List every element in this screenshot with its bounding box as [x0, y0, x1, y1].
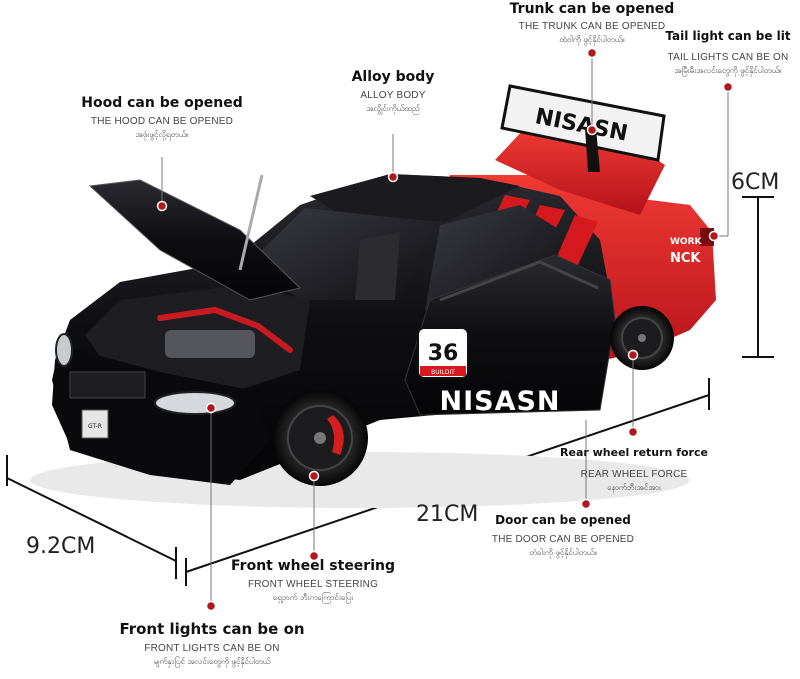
spoiler-stand [585, 128, 600, 172]
race-number-plate [417, 327, 469, 379]
feature-subtitle: FRONT LIGHTS CAN BE ON [144, 643, 280, 654]
feature-front-wheel: Front wheel steering FRONT WHEEL STEERIN… [228, 557, 398, 604]
dimension-width: 9.2CM [26, 534, 96, 559]
feature-note: တံခါးကို ဖွင့်နိုင်ပါတယ်။ [529, 548, 597, 557]
open-hood [88, 179, 302, 301]
dot-trunk [586, 47, 598, 59]
feature-subtitle: THE HOOD CAN BE OPENED [90, 116, 234, 127]
dot-tail-light-label [722, 81, 734, 93]
rear-wheel [610, 306, 674, 370]
race-number: 36 [428, 341, 459, 366]
dot-front-wheel [308, 470, 320, 482]
license-plate [81, 409, 109, 439]
feature-subtitle: THE DOOR CAN BE OPENED [491, 534, 635, 545]
feature-note: ထဲဝါကို ဖွင့်နိုင်ပါတယ်။ [559, 35, 625, 44]
feature-title: Front lights can be on [119, 620, 305, 638]
feature-title: Trunk can be opened [509, 1, 675, 17]
feature-subtitle: FRONT WHEEL STEERING [247, 579, 379, 590]
feature-hood: Hood can be opened THE HOOD CAN BE OPENE… [72, 94, 252, 141]
feature-rear-wheel: Rear wheel return force REAR WHEEL FORCE… [554, 444, 714, 494]
grille [69, 371, 146, 399]
feature-subtitle: REAR WHEEL FORCE [580, 469, 688, 480]
dimension-height: 6CM [731, 170, 780, 195]
feature-tail-light: Tail light can be lit TAIL LIGHTS CAN BE… [658, 27, 798, 77]
headlight-right [154, 391, 236, 415]
feature-note: ရှေ့ဘက် ဘီးကကြောင်းပြေး [272, 593, 354, 602]
feature-title: Rear wheel return force [560, 446, 708, 459]
feature-note: အမြီးမီးအလင်းတွေကို ဖွင့်နိုင်ပါတယ်။ [674, 66, 782, 75]
feature-front-lights: Front lights can be on FRONT LIGHTS CAN … [112, 620, 312, 668]
plate-text: GT-R [88, 423, 102, 430]
sponsor-decal-1: WORK [670, 237, 703, 247]
dot-front-lights-label [205, 600, 217, 612]
dot-alloy [387, 171, 399, 183]
seat [355, 232, 400, 300]
dot-headlight [205, 402, 217, 414]
sponsor-decal-2: NCK [670, 251, 701, 266]
dot-rear-wheel-label [627, 426, 639, 438]
feature-title: Front wheel steering [231, 558, 395, 574]
dot-rear-wheel [627, 349, 639, 361]
feature-trunk: Trunk can be opened THE TRUNK CAN BE OPE… [497, 0, 687, 46]
dot-door [580, 498, 592, 510]
feature-note: နောက်ဘီးအင်အား [607, 483, 661, 492]
headlight-left [55, 333, 73, 367]
dot-front-wheel-label [308, 550, 320, 562]
leader-lines [161, 53, 729, 606]
feature-note: မျက်နှာပြင် အလင်းတွေကို ဖွင့်နိုင်ပါတယ် [153, 657, 271, 666]
dimension-length: 21CM [416, 502, 479, 527]
dot-trunk-lid [586, 124, 598, 136]
rear-spoiler [500, 84, 666, 162]
roof [310, 174, 520, 222]
feature-subtitle: THE TRUNK CAN BE OPENED [518, 21, 666, 32]
door-window-frame [439, 260, 599, 302]
feature-title: Tail light can be lit [665, 29, 791, 43]
feature-note: အဖုံးဖွင့်လို့ရတယ်။ [135, 130, 189, 139]
feature-note: အလွိုင်းကိုယ်ထည် [366, 104, 420, 113]
callout-dots [156, 47, 734, 612]
dot-hood [156, 200, 168, 212]
front-wheel [272, 390, 368, 486]
feature-title: Door can be opened [495, 513, 631, 527]
strut-bar [157, 306, 293, 353]
feature-subtitle: TAIL LIGHTS CAN BE ON [667, 52, 789, 63]
width-measure [6, 455, 177, 579]
feature-title: Hood can be opened [81, 95, 243, 111]
race-number-sub: BUILDIT [431, 369, 455, 376]
feature-title: Alloy body [351, 69, 435, 85]
hood-strut [238, 174, 264, 271]
feature-alloy-body: Alloy body ALLOY BODY အလွိုင်းကိုယ်ထည် [318, 68, 468, 115]
engine-cover [165, 330, 255, 358]
feature-door: Door can be opened THE DOOR CAN BE OPENE… [478, 511, 648, 559]
feature-subtitle: ALLOY BODY [360, 90, 426, 101]
dot-tail-light [708, 230, 720, 242]
side-livery-text: NISASN [439, 386, 560, 417]
height-measure [742, 196, 774, 358]
